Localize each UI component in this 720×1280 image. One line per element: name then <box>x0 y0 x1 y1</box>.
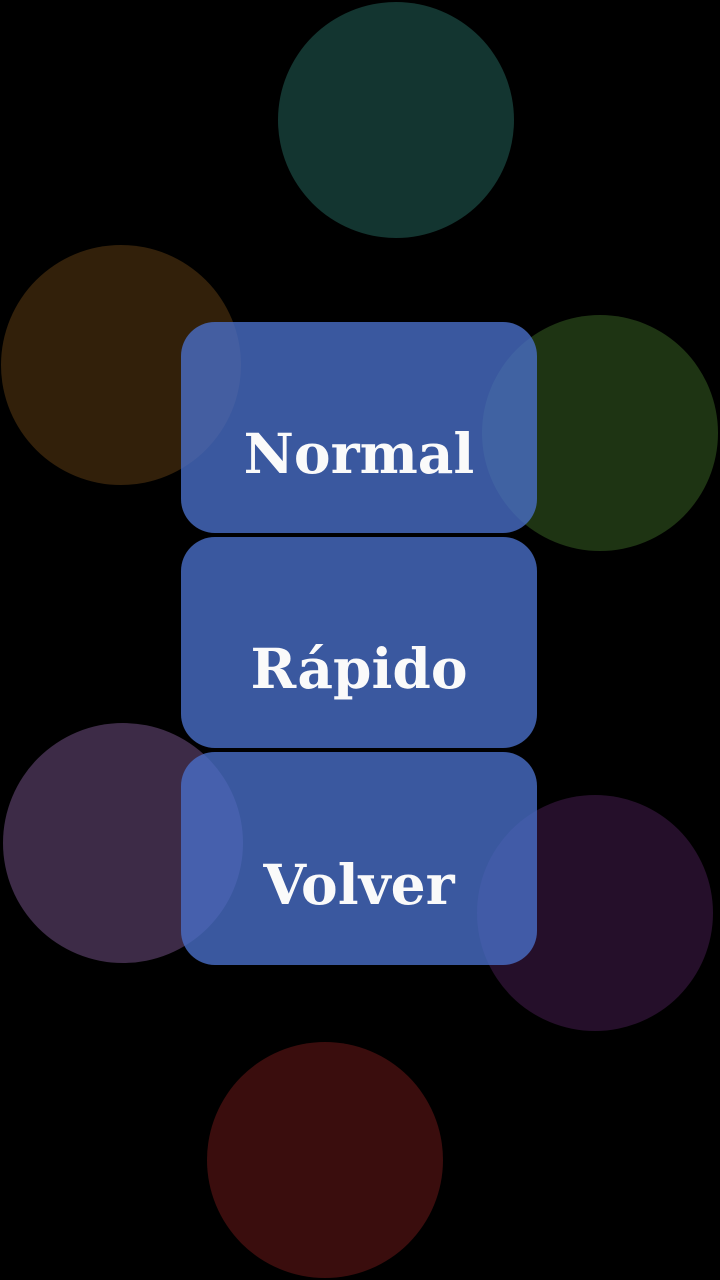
volver-back-button[interactable]: Volver <box>181 752 537 965</box>
decorative-circle-maroon <box>207 1042 443 1278</box>
decorative-circle-teal <box>278 2 514 238</box>
normal-mode-button[interactable]: Normal <box>181 322 537 533</box>
rapido-mode-button[interactable]: Rápido <box>181 537 537 748</box>
